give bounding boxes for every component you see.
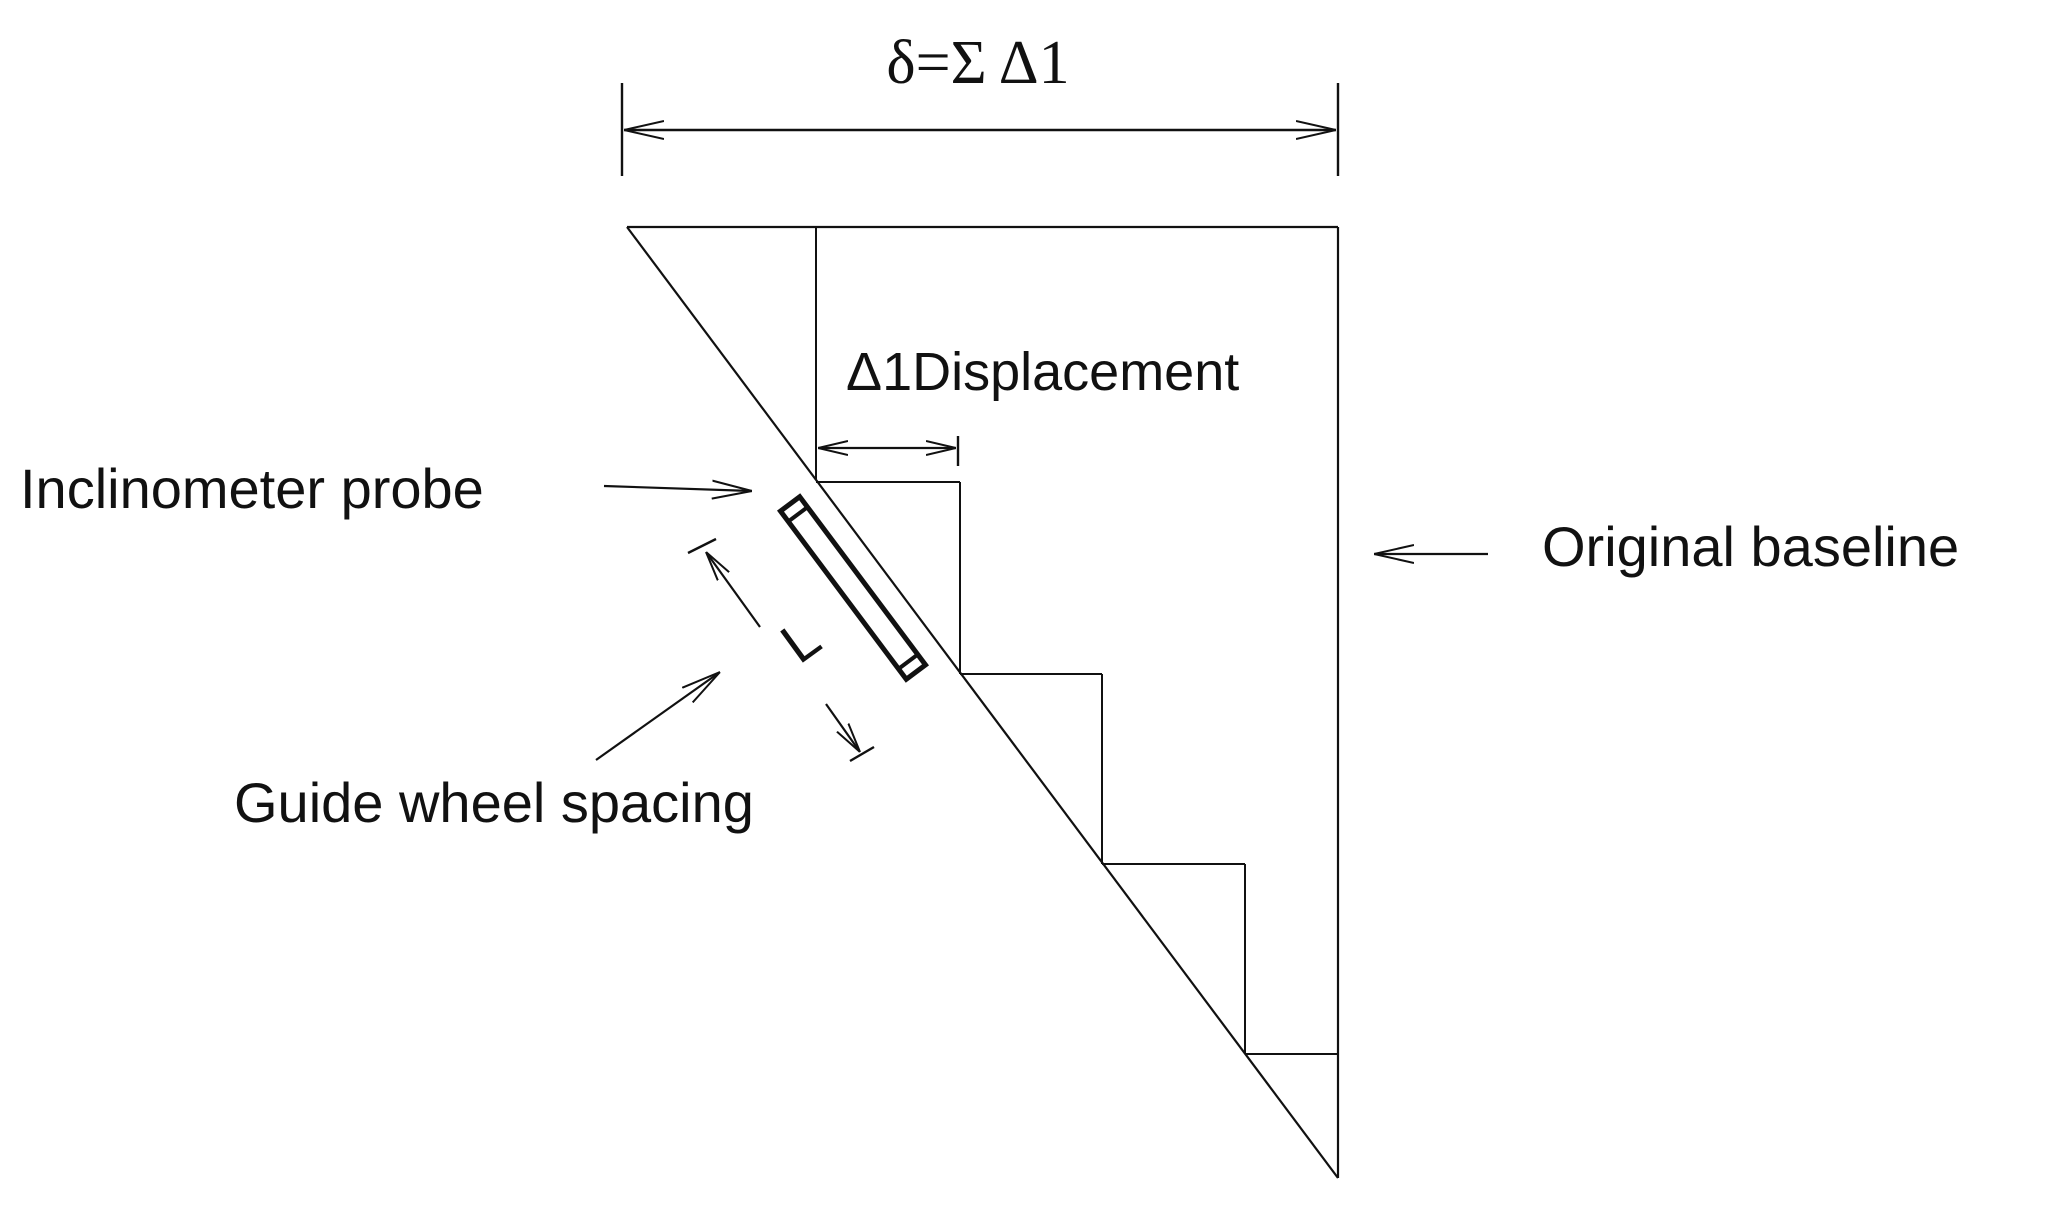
spacing-upper-arrow [706,552,761,628]
probe-upper-wheel [787,505,809,524]
total-dimension-label: δ=Σ Δ1 [886,29,1069,97]
baseline-callout: Original baseline [1374,515,1959,578]
spacing-upper-tick [687,537,717,555]
baseline-label: Original baseline [1542,515,1959,578]
displacement-steps [815,227,1338,1055]
inclinometer-probe [776,493,930,683]
spacing-symbol: L [769,606,831,675]
deflected-profile-line [626,226,1339,1179]
probe-pointer-arrow [603,486,752,491]
spacing-callout: Guide wheel spacing [234,672,754,834]
spacing-lower-tick [849,745,875,763]
probe-body [776,493,930,683]
probe-label: Inclinometer probe [20,457,484,520]
probe-callout: Inclinometer probe [20,457,752,520]
baseline-frame [626,225,1340,1179]
spacing-pointer-arrow [595,672,720,761]
spacing-label: Guide wheel spacing [234,771,754,834]
displacement-label: Δ1Displacement [846,342,1239,402]
total-dimension: δ=Σ Δ1 [620,29,1340,176]
probe-lower-wheel [897,652,919,671]
increment-dimension: Δ1Displacement [818,342,1239,466]
spacing-lower-arrow [825,703,860,752]
